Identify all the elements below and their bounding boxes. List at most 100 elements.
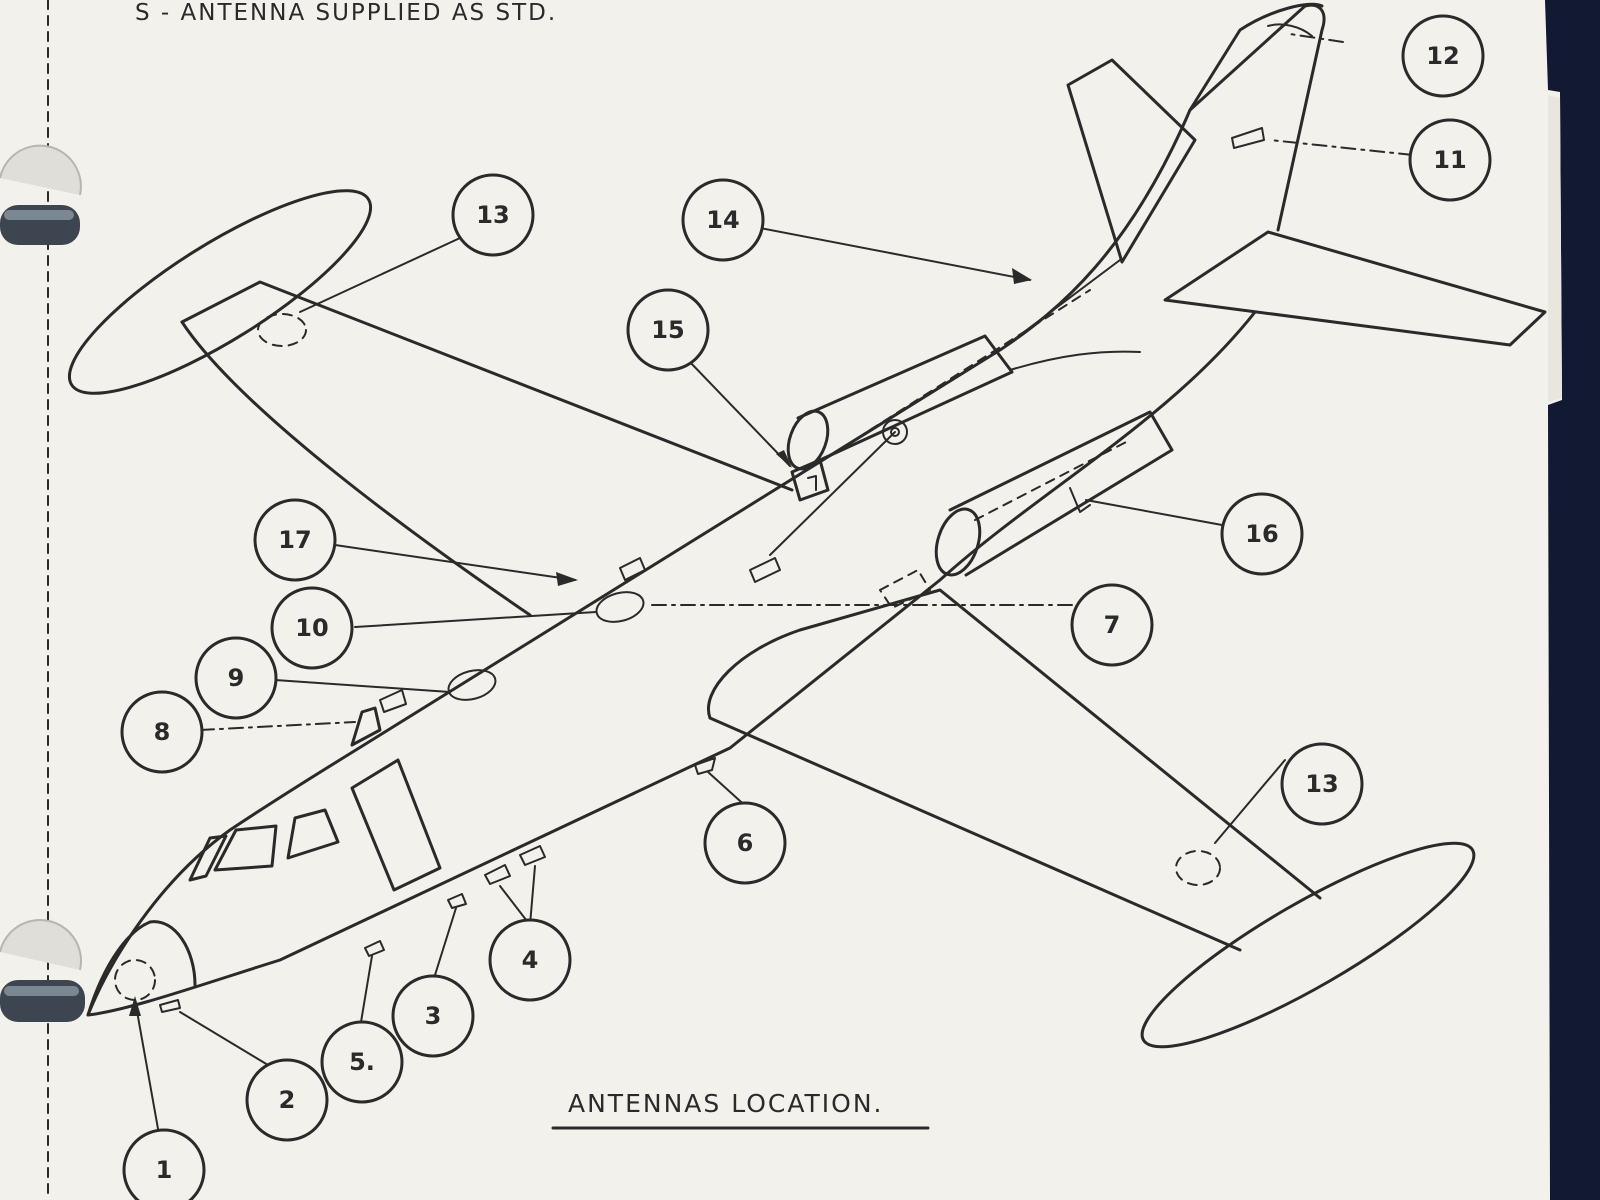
diagram-caption: ANTENNAS LOCATION. xyxy=(568,1089,884,1118)
leader-2 xyxy=(179,1011,269,1066)
callout-7: 7 xyxy=(1070,583,1154,667)
paper-sheet xyxy=(0,0,1562,1200)
leader-5 xyxy=(359,955,373,1029)
right-tip-tank xyxy=(1140,841,1476,1049)
svg-text:15: 15 xyxy=(651,316,684,344)
callout-5: 5. xyxy=(320,1020,404,1104)
paper-tab xyxy=(1548,95,1562,402)
svg-text:16: 16 xyxy=(1245,520,1278,548)
svg-text:9: 9 xyxy=(228,664,245,692)
svg-text:1: 1 xyxy=(156,1156,173,1184)
binder-ring-top xyxy=(0,144,82,245)
svg-text:13: 13 xyxy=(1305,770,1338,798)
antenna-8-blade xyxy=(350,706,382,747)
leader-1 xyxy=(134,999,161,1141)
callout-9: 9 xyxy=(194,636,278,720)
engine-antenna-16 xyxy=(1069,487,1091,513)
hidden-fuselage-line xyxy=(869,289,1091,431)
svg-text:2: 2 xyxy=(279,1086,296,1114)
left-tip-antenna xyxy=(257,313,307,347)
leader-4a xyxy=(499,885,531,926)
callout-15: 15 xyxy=(626,288,710,372)
svg-text:11: 11 xyxy=(1433,146,1466,174)
callout-14: 14 xyxy=(681,178,765,262)
antenna-2-nose xyxy=(159,999,181,1013)
leader-13a xyxy=(299,237,461,313)
callout-4: 4 xyxy=(488,918,572,1002)
right-stabilizer xyxy=(1163,230,1547,347)
right-wing-leading-edge xyxy=(707,588,1322,900)
nose-cone xyxy=(86,920,197,1017)
antenna-15-blade xyxy=(790,458,830,502)
svg-text:12: 12 xyxy=(1426,42,1459,70)
callouts: 12 11 13 14 15 xyxy=(120,14,1492,1200)
callout-1: 1 xyxy=(122,1128,206,1200)
antenna-17-box xyxy=(619,557,646,581)
antenna-6-belly xyxy=(694,757,716,775)
right-wing-trailing-edge xyxy=(708,716,1242,952)
left-tip-tank xyxy=(67,189,373,395)
antenna-4a-belly xyxy=(484,864,511,885)
callout-10: 10 xyxy=(270,586,354,670)
svg-text:8: 8 xyxy=(154,718,171,746)
cockpit-window-1 xyxy=(188,834,228,882)
dorsal-ring-antenna xyxy=(882,419,908,445)
antenna-10-dome xyxy=(595,591,645,623)
left-engine-nacelle xyxy=(796,334,1014,462)
svg-text:14: 14 xyxy=(706,206,739,234)
callout-16: 16 xyxy=(1220,492,1304,576)
left-wing-trailing-edge xyxy=(180,320,532,617)
svg-text:3: 3 xyxy=(425,1002,442,1030)
cockpit-window-2 xyxy=(213,824,278,872)
cockpit-window-3 xyxy=(286,808,340,860)
callout-8: 8 xyxy=(120,690,204,774)
engine-hidden-line xyxy=(974,439,1131,521)
fin-tip-antenna-12 xyxy=(1267,23,1313,37)
leader-9 xyxy=(274,679,451,693)
leader-14 xyxy=(754,226,1031,281)
antenna-15-detail xyxy=(807,475,817,491)
leader-8 xyxy=(199,721,356,731)
svg-text:6: 6 xyxy=(737,829,754,857)
vertical-fin xyxy=(1188,3,1326,232)
leader-4b xyxy=(529,865,536,926)
leader-12 xyxy=(1289,33,1344,43)
left-engine-pylon xyxy=(1009,350,1141,371)
right-engine-intake xyxy=(934,507,982,577)
callout-13-top: 13 xyxy=(451,173,535,257)
antenna-9-box xyxy=(379,689,407,713)
callout-2: 2 xyxy=(245,1058,329,1142)
callout-17: 17 xyxy=(253,498,337,582)
aircraft-drawing xyxy=(67,2,1547,1049)
leader-10 xyxy=(354,611,597,628)
svg-text:4: 4 xyxy=(522,946,539,974)
antenna-5-belly xyxy=(364,940,385,957)
dorsal-antenna-wire xyxy=(769,431,896,556)
callout-13-bottom: 13 xyxy=(1280,742,1364,826)
fuselage-top xyxy=(86,2,1324,1017)
leader-15 xyxy=(687,359,791,467)
svg-text:7: 7 xyxy=(1104,611,1121,639)
leader-lines xyxy=(129,33,1414,1141)
header-note: S - ANTENNA SUPPLIED AS STD. xyxy=(135,0,557,26)
svg-text:5.: 5. xyxy=(349,1048,375,1076)
fuselage-bottom xyxy=(86,310,1257,1017)
leader-13b xyxy=(1214,759,1286,844)
callout-11: 11 xyxy=(1408,118,1492,202)
callout-6: 6 xyxy=(703,801,787,885)
right-engine-nacelle xyxy=(948,410,1174,577)
svg-text:13: 13 xyxy=(476,201,509,229)
antenna-3-belly xyxy=(447,893,467,909)
leader-3 xyxy=(434,907,457,976)
leader-11 xyxy=(1269,139,1414,156)
binder-ring-bottom xyxy=(0,919,85,1022)
antenna-4b-belly xyxy=(519,845,546,866)
left-stabilizer xyxy=(1066,58,1197,264)
callout-3: 3 xyxy=(391,974,475,1058)
leader-16 xyxy=(1085,499,1223,526)
dorsal-wire-anchor xyxy=(749,557,781,583)
callout-12: 12 xyxy=(1401,14,1485,98)
